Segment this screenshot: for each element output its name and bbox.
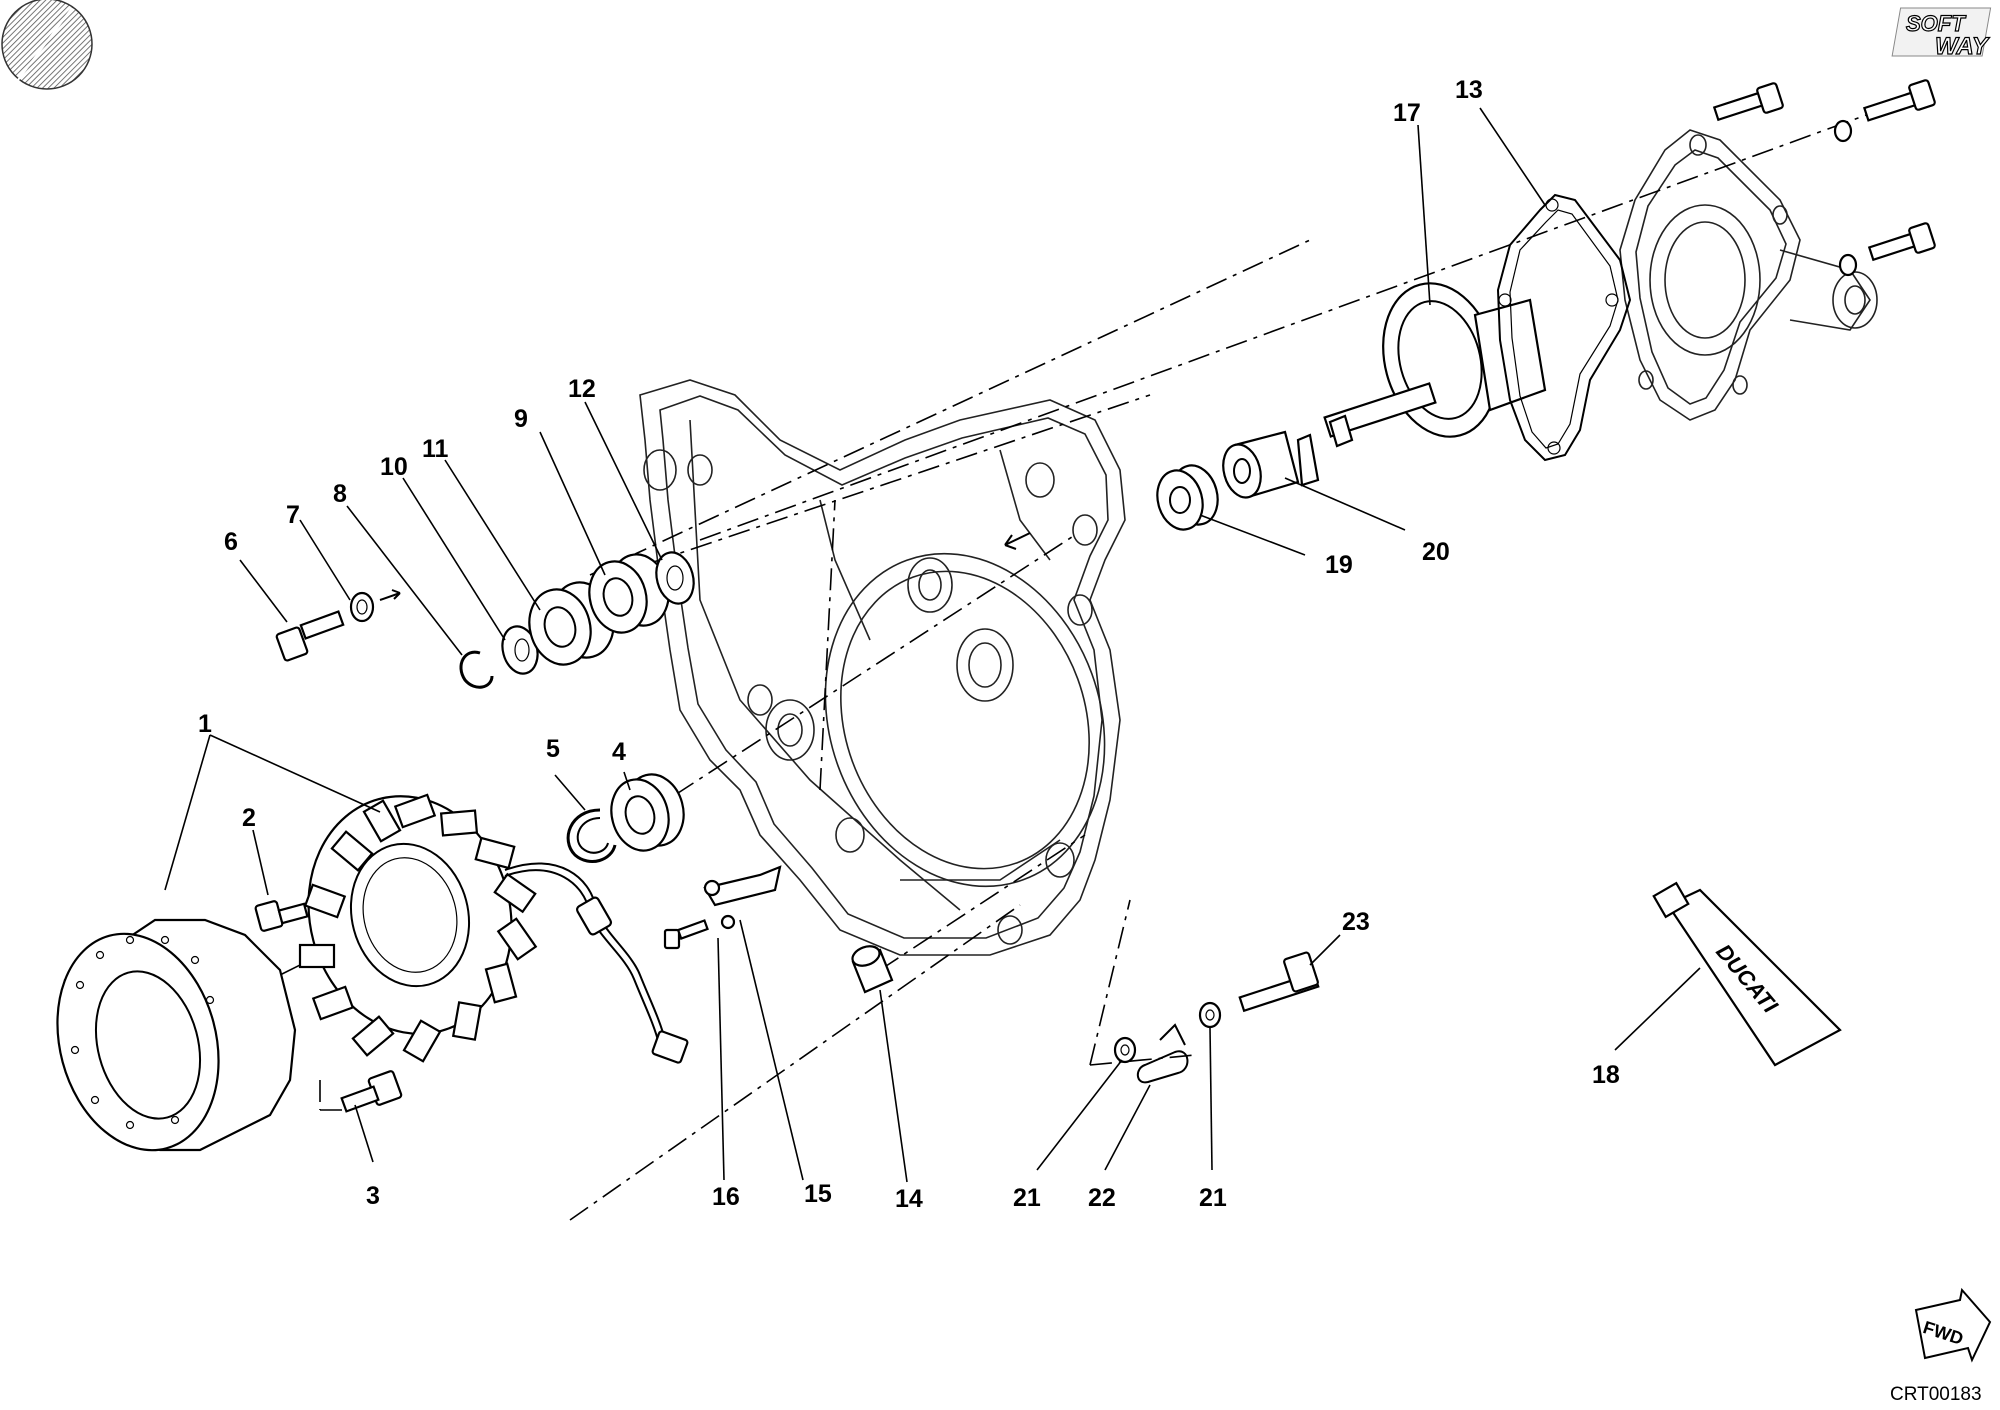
bolt-23 [1238, 951, 1320, 1013]
washer-21-right [1198, 1001, 1222, 1029]
washer-7 [349, 589, 401, 623]
callout-20: 20 [1422, 538, 1450, 566]
callout-10: 10 [380, 453, 408, 481]
callout-21-right: 21 [1199, 1184, 1227, 1212]
callout-3: 3 [366, 1182, 380, 1210]
callout-leaders [164, 107, 1701, 1183]
logo-line-1: SOFT [1906, 11, 1966, 36]
bearing-9 [588, 553, 670, 634]
washer-21-left [1113, 1036, 1137, 1064]
bolt-6 [275, 610, 345, 662]
sealant-tube-18: DUCATI [1652, 881, 1842, 1067]
callout-7: 7 [286, 501, 300, 529]
water-pump-cover-outline [1619, 129, 1878, 421]
circlip-5 [566, 808, 617, 863]
clip-22 [1136, 1023, 1189, 1084]
callout-4: 4 [612, 738, 626, 766]
circlip-8 [459, 650, 494, 689]
callout-16: 16 [712, 1183, 740, 1211]
callout-15: 15 [804, 1180, 832, 1208]
callout-21-left: 21 [1013, 1184, 1041, 1212]
drawing-code: CRT00183 [1890, 1384, 1982, 1405]
screw-3 [340, 1070, 403, 1113]
callout-11: 11 [422, 435, 449, 463]
callout-23: 23 [1342, 908, 1370, 936]
softway-logo: SOFT WAY [1891, 7, 1992, 61]
bearing-4 [610, 773, 685, 852]
screw-2 [254, 900, 309, 932]
callout-2: 2 [242, 804, 256, 832]
callout-19: 19 [1325, 551, 1353, 579]
dowel-14 [851, 945, 894, 994]
washer-12 [655, 551, 695, 605]
callout-12: 12 [568, 375, 596, 403]
callout-8: 8 [333, 480, 347, 508]
forward-direction-arrow-icon: FWD [1914, 1287, 1992, 1363]
seal-20 [1222, 430, 1320, 499]
callout-14: 14 [895, 1185, 923, 1213]
fwd-label: FWD [1921, 1317, 1966, 1349]
callout-17: 17 [1393, 99, 1421, 127]
stator-coil [298, 793, 689, 1064]
generator-cover-outline [639, 379, 1126, 956]
screw-16 [663, 919, 709, 950]
callout-labels: 1 2 3 4 5 6 7 8 10 11 9 12 13 14 15 16 1… [198, 76, 1620, 1213]
callout-22: 22 [1088, 1184, 1116, 1212]
rotor-flywheel [56, 918, 297, 1152]
gasket-13 [1496, 193, 1632, 462]
logo-line-2: WAY [1935, 33, 1990, 60]
pump-cover-screws [1712, 79, 1936, 277]
seal-19 [1156, 464, 1219, 531]
pump-impeller-17 [1323, 282, 1547, 448]
callout-1: 1 [198, 710, 212, 738]
callout-9: 9 [514, 405, 528, 433]
corner-badge-icon [1, 0, 93, 90]
callout-18: 18 [1592, 1061, 1620, 1089]
callout-5: 5 [546, 735, 560, 763]
callout-13: 13 [1455, 76, 1483, 104]
callout-6: 6 [224, 528, 238, 556]
bracket-15 [703, 865, 782, 930]
